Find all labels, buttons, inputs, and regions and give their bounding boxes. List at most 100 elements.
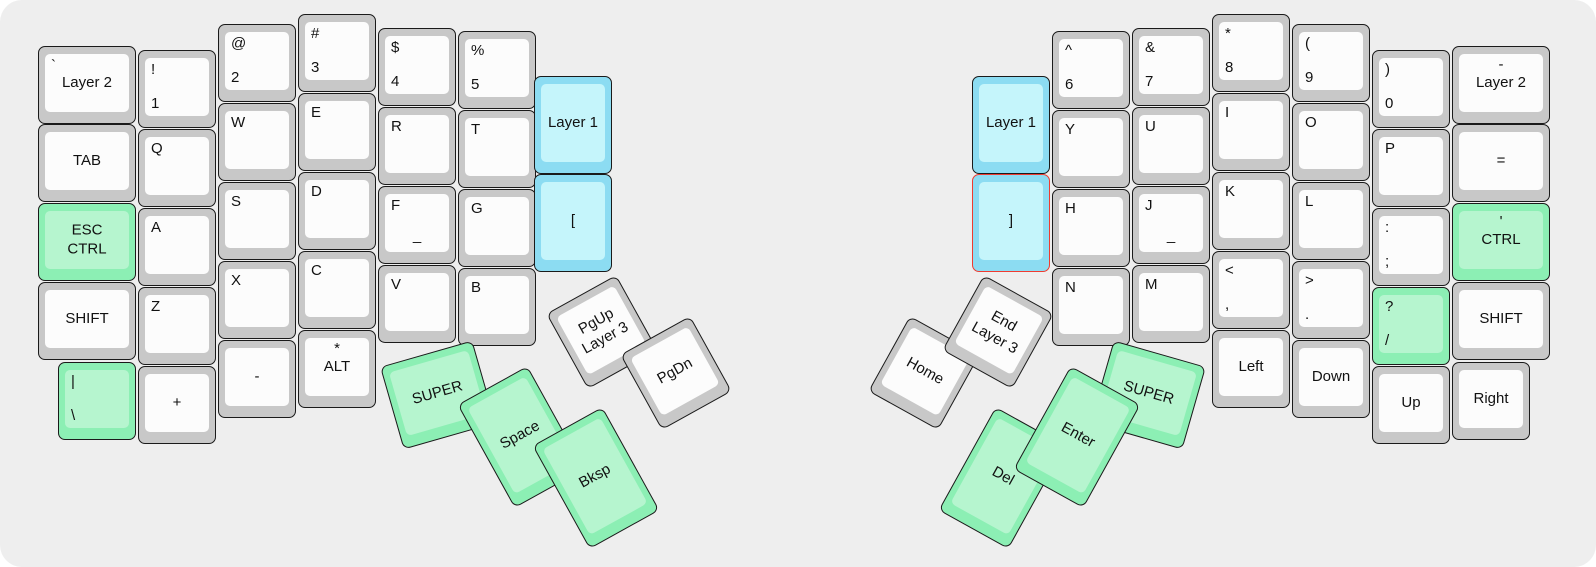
key-l-z[interactable]: Z bbox=[138, 287, 216, 365]
key-r-rbracket[interactable]: ] bbox=[972, 174, 1050, 272]
key-l-layer1[interactable]: Layer 1 bbox=[534, 76, 612, 174]
key-r-semi[interactable]: :; bbox=[1372, 208, 1450, 286]
key-r-o[interactable]: O bbox=[1292, 103, 1370, 181]
key-r-layer1[interactable]: Layer 1 bbox=[972, 76, 1050, 174]
key-r-l[interactable]: L bbox=[1292, 182, 1370, 260]
key-l-pipe-bslash[interactable]: |\ bbox=[58, 362, 136, 440]
key-r-9[interactable]: (9 bbox=[1292, 24, 1370, 102]
legend-center-r-home: Home bbox=[903, 353, 947, 389]
key-r-k[interactable]: K bbox=[1212, 172, 1290, 250]
key-r-i[interactable]: I bbox=[1212, 93, 1290, 171]
keycap-r-down: Down bbox=[1299, 348, 1363, 406]
legend-center-r-minus-layer2: Layer 2 bbox=[1475, 74, 1527, 92]
legend-top-left-l-z: Z bbox=[151, 298, 161, 315]
keycap-l-plus: + bbox=[145, 374, 209, 432]
keycap-l-q: Q bbox=[145, 137, 209, 195]
key-r-y[interactable]: Y bbox=[1052, 110, 1130, 188]
key-l-q[interactable]: Q bbox=[138, 129, 216, 207]
key-r-shift[interactable]: SHIFT bbox=[1452, 282, 1550, 360]
key-r-n[interactable]: N bbox=[1052, 268, 1130, 346]
key-l-g[interactable]: G bbox=[458, 189, 536, 267]
legend-top-left-r-u: U bbox=[1145, 118, 1156, 135]
key-r-comma[interactable]: <, bbox=[1212, 251, 1290, 329]
key-l-1[interactable]: !1 bbox=[138, 50, 216, 128]
legend-top-left-r-9: ( bbox=[1305, 35, 1310, 52]
keycap-l-v: V bbox=[385, 273, 449, 331]
key-l-d[interactable]: D bbox=[298, 172, 376, 250]
keycap-r-minus-layer2: -Layer 2 bbox=[1459, 54, 1543, 112]
key-l-f[interactable]: F_ bbox=[378, 186, 456, 264]
legend-top-left-l-3: # bbox=[311, 25, 320, 42]
keycap-l-x: X bbox=[225, 269, 289, 327]
key-l-a[interactable]: A bbox=[138, 208, 216, 286]
key-r-quote-ctrl[interactable]: 'CTRL bbox=[1452, 203, 1550, 281]
legend-top-center-r-minus-layer2: - bbox=[1498, 56, 1504, 73]
legend-center-l-alt: ALT bbox=[323, 358, 351, 376]
key-r-7[interactable]: &7 bbox=[1132, 28, 1210, 106]
keycap-r-semi: :; bbox=[1379, 216, 1443, 274]
key-r-0[interactable]: )0 bbox=[1372, 50, 1450, 128]
key-l-3[interactable]: #3 bbox=[298, 14, 376, 92]
key-l-lbracket[interactable]: [ bbox=[534, 174, 612, 272]
key-l-b[interactable]: B bbox=[458, 268, 536, 346]
key-l-5[interactable]: %5 bbox=[458, 31, 536, 109]
keycap-r-u: U bbox=[1139, 115, 1203, 173]
legend-center-l-tab: TAB bbox=[72, 152, 102, 170]
key-r-6[interactable]: ^6 bbox=[1052, 31, 1130, 109]
keycap-l-w: W bbox=[225, 111, 289, 169]
legend-top-left-l-d: D bbox=[311, 183, 322, 200]
key-l-alt[interactable]: *ALT bbox=[298, 330, 376, 408]
key-l-c[interactable]: C bbox=[298, 251, 376, 329]
legend-top-left-l-q: Q bbox=[151, 140, 163, 157]
keycap-l-esc-ctrl: ESC CTRL bbox=[45, 211, 129, 269]
key-l-grave-layer2[interactable]: `Layer 2 bbox=[38, 46, 136, 124]
key-l-e[interactable]: E bbox=[298, 93, 376, 171]
keycap-r-end-layer3: End Layer 3 bbox=[954, 285, 1044, 376]
key-r-u[interactable]: U bbox=[1132, 107, 1210, 185]
key-l-minus[interactable]: - bbox=[218, 340, 296, 418]
keycap-r-i: I bbox=[1219, 101, 1283, 159]
key-l-2[interactable]: @2 bbox=[218, 24, 296, 102]
key-l-x[interactable]: X bbox=[218, 261, 296, 339]
legend-center-r-layer1: Layer 1 bbox=[985, 114, 1037, 132]
keycap-r-n: N bbox=[1059, 276, 1123, 334]
key-r-equal[interactable]: = bbox=[1452, 124, 1550, 202]
key-r-j[interactable]: J_ bbox=[1132, 186, 1210, 264]
key-l-plus[interactable]: + bbox=[138, 366, 216, 444]
legend-center-multiline-l-esc-ctrl: ESC CTRL bbox=[67, 221, 107, 257]
key-r-left[interactable]: Left bbox=[1212, 330, 1290, 408]
key-l-shift[interactable]: SHIFT bbox=[38, 282, 136, 360]
key-l-t[interactable]: T bbox=[458, 110, 536, 188]
legend-top-left-r-j: J bbox=[1145, 197, 1153, 214]
keycap-r-l: L bbox=[1299, 190, 1363, 248]
key-r-8[interactable]: *8 bbox=[1212, 14, 1290, 92]
key-r-p[interactable]: P bbox=[1372, 129, 1450, 207]
key-l-esc-ctrl[interactable]: ESC CTRL bbox=[38, 203, 136, 281]
key-r-m[interactable]: M bbox=[1132, 265, 1210, 343]
key-r-up[interactable]: Up bbox=[1372, 366, 1450, 444]
keycap-l-r: R bbox=[385, 115, 449, 173]
key-l-v[interactable]: V bbox=[378, 265, 456, 343]
key-l-w[interactable]: W bbox=[218, 103, 296, 181]
keycap-l-4: $4 bbox=[385, 36, 449, 94]
key-r-right[interactable]: Right bbox=[1452, 362, 1530, 440]
keycap-l-t: T bbox=[465, 118, 529, 176]
key-r-h[interactable]: H bbox=[1052, 189, 1130, 267]
keycap-r-p: P bbox=[1379, 137, 1443, 195]
legend-bottom-left-l-5: 5 bbox=[471, 76, 480, 94]
key-r-slash[interactable]: ?/ bbox=[1372, 287, 1450, 365]
legend-top-left-r-y: Y bbox=[1065, 121, 1076, 138]
key-r-dot[interactable]: >. bbox=[1292, 261, 1370, 339]
keycap-l-s: S bbox=[225, 190, 289, 248]
key-r-minus-layer2[interactable]: -Layer 2 bbox=[1452, 46, 1550, 124]
keycap-l-alt: *ALT bbox=[305, 338, 369, 396]
key-l-s[interactable]: S bbox=[218, 182, 296, 260]
legend-top-left-l-g: G bbox=[471, 200, 483, 217]
key-l-4[interactable]: $4 bbox=[378, 28, 456, 106]
homing-bump-r-j: _ bbox=[1166, 227, 1176, 245]
key-r-down[interactable]: Down bbox=[1292, 340, 1370, 418]
key-l-r[interactable]: R bbox=[378, 107, 456, 185]
key-l-tab[interactable]: TAB bbox=[38, 124, 136, 202]
keycap-r-up: Up bbox=[1379, 374, 1443, 432]
legend-bottom-left-l-2: 2 bbox=[231, 69, 240, 87]
